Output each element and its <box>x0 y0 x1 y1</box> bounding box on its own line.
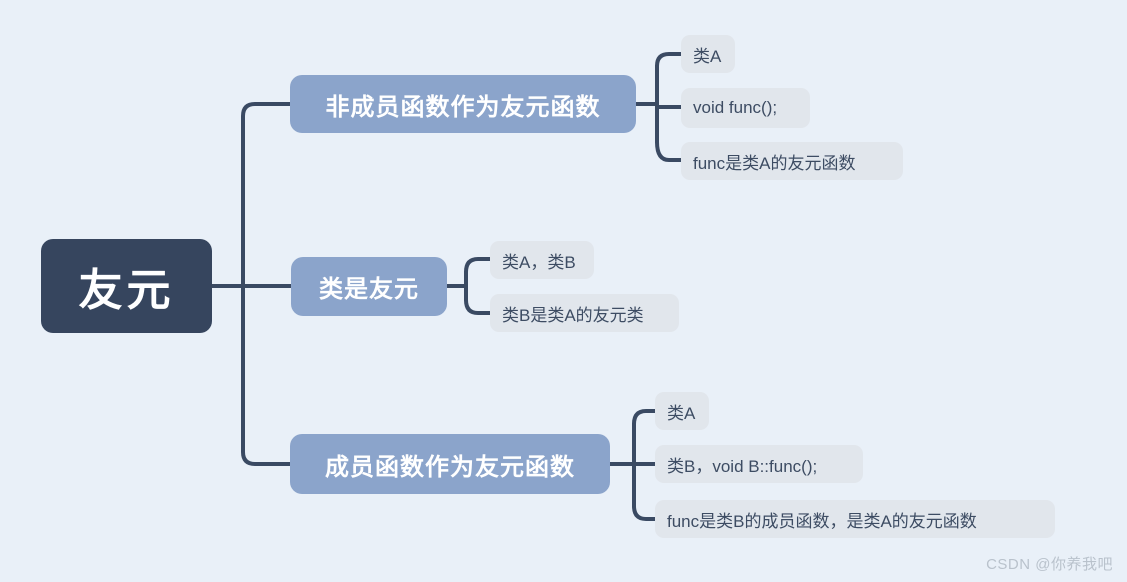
connector-leaf-1-3 <box>655 140 683 162</box>
leaf-node-1-3[interactable]: func是类A的友元函数 <box>681 142 903 180</box>
leaf-node-1-2[interactable]: void func(); <box>681 88 810 128</box>
leaf-node-2-1[interactable]: 类A，类B <box>490 241 594 279</box>
connector-leaf-3-3 <box>632 504 657 521</box>
connector-leaf-3-1 <box>632 409 657 426</box>
leaf-node-2-2[interactable]: 类B是类A的友元类 <box>490 294 679 332</box>
root-node[interactable]: 友元 <box>41 239 212 333</box>
leaf-node-1-1[interactable]: 类A <box>681 35 735 73</box>
connector-branch-3 <box>241 284 292 466</box>
branch-node-1[interactable]: 非成员函数作为友元函数 <box>290 75 636 133</box>
watermark: CSDN @你养我吧 <box>986 556 1113 573</box>
connector-leaf-2-2 <box>464 298 492 315</box>
connector-leaf-2-1 <box>464 257 492 274</box>
leaf-node-3-2[interactable]: 类B，void B::func(); <box>655 445 863 483</box>
connector-branch-1 <box>241 102 292 288</box>
leaf-node-3-1[interactable]: 类A <box>655 392 709 430</box>
branch-node-2[interactable]: 类是友元 <box>291 257 447 316</box>
connector-leaf-1-1 <box>655 52 683 68</box>
branch-node-3[interactable]: 成员函数作为友元函数 <box>290 434 610 494</box>
leaf-node-3-3[interactable]: func是类B的成员函数，是类A的友元函数 <box>655 500 1055 538</box>
